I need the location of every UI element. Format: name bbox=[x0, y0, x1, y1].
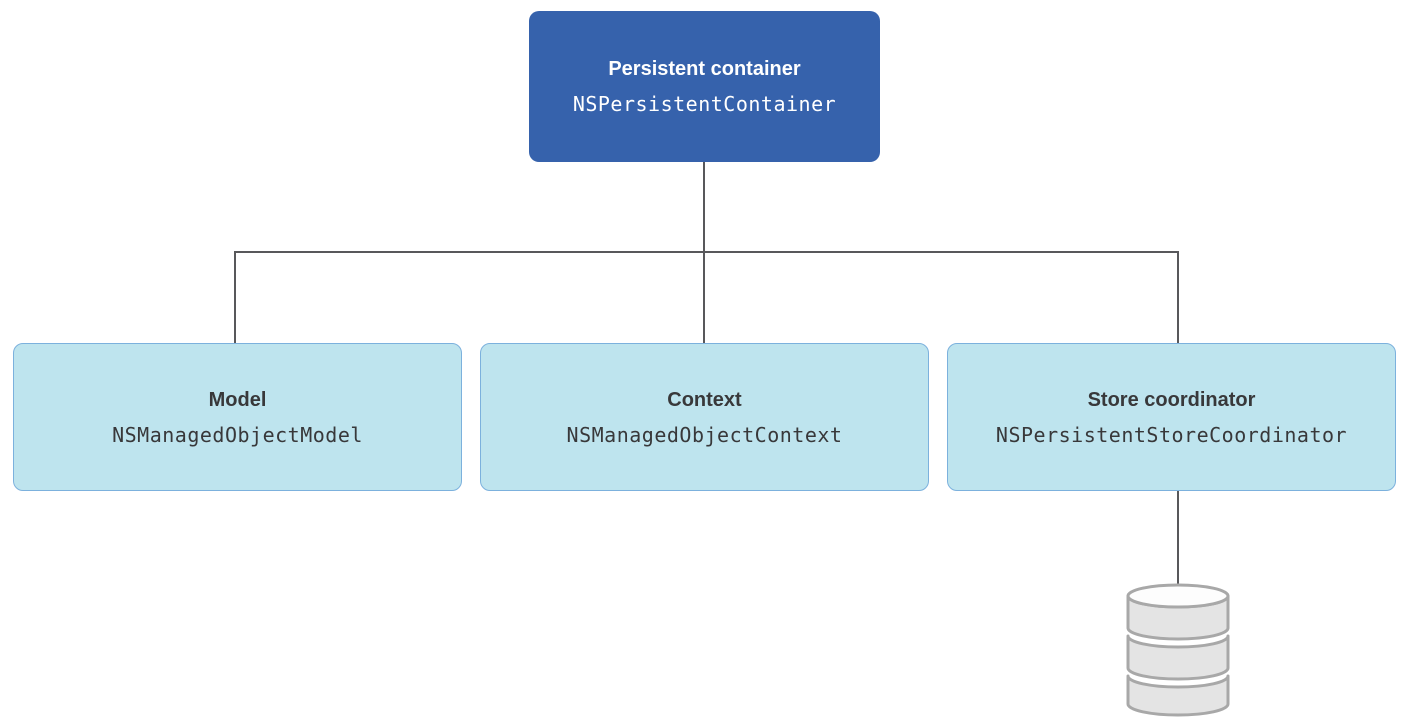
node-context-title: Context bbox=[667, 388, 742, 411]
node-persistent-container-title: Persistent container bbox=[608, 58, 801, 80]
node-context-code: NSManagedObjectContext bbox=[566, 422, 843, 447]
node-persistent-container-code: NSPersistentContainer bbox=[572, 92, 837, 116]
node-model-title: Model bbox=[208, 388, 267, 411]
node-persistent-container: Persistent container NSPersistentContain… bbox=[529, 11, 880, 162]
node-store-coordinator: Store coordinator NSPersistentStoreCoord… bbox=[947, 343, 1396, 491]
node-context: Context NSManagedObjectContext bbox=[480, 343, 929, 491]
connector-horizontal-bar bbox=[234, 251, 1179, 253]
node-model-code: NSManagedObjectModel bbox=[112, 422, 363, 447]
connector-to-store-coordinator bbox=[1177, 251, 1179, 343]
connector-to-model bbox=[234, 251, 236, 343]
node-store-coordinator-code: NSPersistentStoreCoordinator bbox=[995, 422, 1348, 447]
connector-store-to-database bbox=[1177, 491, 1179, 586]
node-store-coordinator-title: Store coordinator bbox=[1087, 388, 1256, 411]
database-cylinder-icon bbox=[1126, 583, 1230, 717]
node-model: Model NSManagedObjectModel bbox=[13, 343, 462, 491]
